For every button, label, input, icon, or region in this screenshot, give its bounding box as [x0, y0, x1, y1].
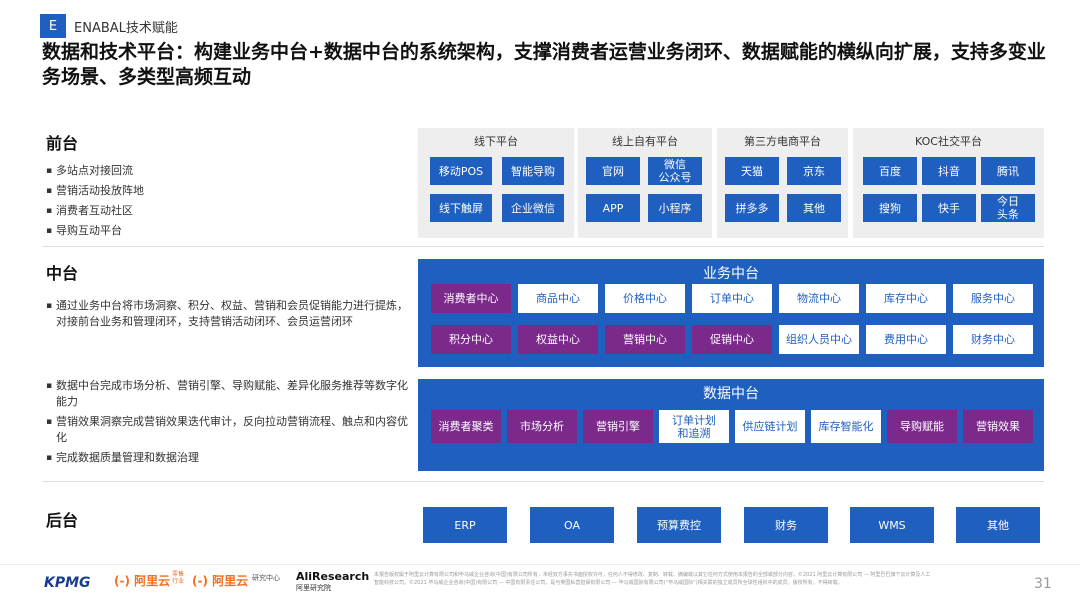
tile-rights-center: 权益中心	[518, 325, 598, 354]
tile-inventory-intelligence: 库存智能化	[811, 410, 881, 443]
tile-wechat-official: 微信 公众号	[648, 157, 702, 185]
page-title: 数据和技术平台：构建业务中台+数据中台的系统架构，支撑消费者运营业务闭环、数据赋…	[42, 41, 1046, 88]
footer-divider	[0, 564, 1080, 565]
tile-oa: OA	[530, 507, 614, 543]
tile-marketing-center: 营销中心	[605, 325, 685, 354]
list-item: 导购互动平台	[46, 223, 406, 239]
data-bullets: 数据中台完成市场分析、营销引擎、导购赋能、差异化服务推荐等数字化能力 营销效果洞…	[46, 378, 408, 470]
tile-consumer-cluster: 消费者聚类	[431, 410, 501, 443]
section-name: ENABAL技术赋能	[74, 21, 178, 36]
group-koc-social: KOC社交平台 百度 抖音 腾讯 搜狗 快手 今日 头条	[853, 128, 1044, 238]
tile-points-center: 积分中心	[431, 325, 511, 354]
divider-middle	[42, 481, 1044, 482]
tile-smart-guide: 智能导购	[502, 157, 564, 185]
aliresearch-logo-sub: 阿里研究院	[296, 584, 331, 592]
tile-jd: 京东	[787, 157, 841, 185]
list-item: 营销活动投放阵地	[46, 183, 406, 199]
tile-wecom: 企业微信	[502, 194, 564, 222]
tile-price-center: 价格中心	[605, 284, 685, 313]
group-title: KOC社交平台	[915, 135, 982, 148]
tile-finance: 财务	[744, 507, 828, 543]
tile-guide-enablement: 导购赋能	[887, 410, 957, 443]
front-label: 前台	[46, 134, 79, 153]
business-middle-panel: 业务中台 消费者中心 商品中心 价格中心 订单中心 物流中心 库存中心 服务中心…	[418, 259, 1044, 367]
tile-douyin: 抖音	[922, 157, 976, 185]
business-middle-title: 业务中台	[703, 266, 759, 282]
list-item: 完成数据质量管理和数据治理	[46, 450, 408, 466]
tile-logistics-center: 物流中心	[779, 284, 859, 313]
data-middle-panel: 数据中台 消费者聚类 市场分析 营销引擎 订单计划 和追溯 供应链计划 库存智能…	[418, 379, 1044, 471]
tile-app: APP	[586, 194, 640, 222]
tile-inventory-center: 库存中心	[866, 284, 946, 313]
tile-org-people-center: 组织人员中心	[779, 325, 859, 354]
tile-sogou: 搜狗	[863, 194, 917, 222]
aliyun-research-logo-sub: 研究中心	[252, 574, 280, 582]
group-offline: 线下平台 移动POS 智能导购 线下触屏 企业微信	[418, 128, 574, 238]
tile-order-center: 订单中心	[692, 284, 772, 313]
tile-pinduoduo: 拼多多	[725, 194, 779, 222]
group-third-party: 第三方电商平台 天猫 京东 拼多多 其他	[717, 128, 848, 238]
tile-promotion-center: 促销中心	[692, 325, 772, 354]
aliyun-retail-logo: (-) 阿里云	[114, 574, 171, 588]
tile-toutiao: 今日 头条	[981, 194, 1035, 222]
tile-consumer-center: 消费者中心	[431, 284, 511, 313]
tile-service-center: 服务中心	[953, 284, 1033, 313]
tile-tencent: 腾讯	[981, 157, 1035, 185]
front-bullets: 多站点对接回流 营销活动投放阵地 消费者互动社区 导购互动平台	[46, 163, 406, 243]
tile-supply-chain-plan: 供应链计划	[735, 410, 805, 443]
list-item: 营销效果洞察完成营销效果迭代审计，反向拉动营销流程、触点和内容优化	[46, 414, 408, 446]
tile-website: 官网	[586, 157, 640, 185]
divider-front	[42, 246, 1044, 247]
tile-erp: ERP	[423, 507, 507, 543]
back-label: 后台	[46, 511, 79, 530]
aliresearch-logo: AliResearch	[296, 570, 370, 583]
tile-baidu: 百度	[863, 157, 917, 185]
tile-wms: WMS	[850, 507, 934, 543]
tile-other-ecom: 其他	[787, 194, 841, 222]
section-tag: E	[40, 14, 66, 38]
middle-label: 中台	[46, 264, 79, 283]
group-own-online: 线上自有平台 官网 微信 公众号 APP 小程序	[578, 128, 712, 238]
aliyun-retail-logo-sub: 零售 行业	[172, 571, 185, 585]
aliyun-research-logo: (-) 阿里云	[192, 574, 249, 588]
copyright-fine-print: 本报告版权属于阿里云计算有限公司和毕马威企业咨询(中国)有限公司所有，未经双方事…	[374, 572, 931, 586]
group-title: 线上自有平台	[612, 135, 678, 148]
tile-marketing-engine: 营销引擎	[583, 410, 653, 443]
list-item: 通过业务中台将市场洞察、积分、权益、营销和会员促销能力进行提炼，对接前台业务和管…	[46, 298, 408, 330]
tile-miniprogram: 小程序	[648, 194, 702, 222]
tile-expense-center: 费用中心	[866, 325, 946, 354]
list-item: 数据中台完成市场分析、营销引擎、导购赋能、差异化服务推荐等数字化能力	[46, 378, 408, 410]
tile-product-center: 商品中心	[518, 284, 598, 313]
group-title: 线下平台	[474, 135, 518, 148]
group-title: 第三方电商平台	[744, 135, 821, 148]
business-bullets: 通过业务中台将市场洞察、积分、权益、营销和会员促销能力进行提炼，对接前台业务和管…	[46, 298, 408, 334]
tile-budget-control: 预算费控	[637, 507, 721, 543]
page-number: 31	[1034, 576, 1052, 592]
tile-other-back: 其他	[956, 507, 1040, 543]
tile-market-analysis: 市场分析	[507, 410, 577, 443]
list-item: 消费者互动社区	[46, 203, 406, 219]
tile-marketing-effect: 营销效果	[963, 410, 1033, 443]
kpmg-logo: KPMG	[44, 575, 91, 591]
tile-offline-touch: 线下触屏	[430, 194, 492, 222]
data-middle-title: 数据中台	[703, 386, 759, 402]
tile-kuaishou: 快手	[922, 194, 976, 222]
tile-order-planning: 订单计划 和追溯	[659, 410, 729, 443]
tile-finance-center: 财务中心	[953, 325, 1033, 354]
tile-tmall: 天猫	[725, 157, 779, 185]
list-item: 多站点对接回流	[46, 163, 406, 179]
tile-mobile-pos: 移动POS	[430, 157, 492, 185]
